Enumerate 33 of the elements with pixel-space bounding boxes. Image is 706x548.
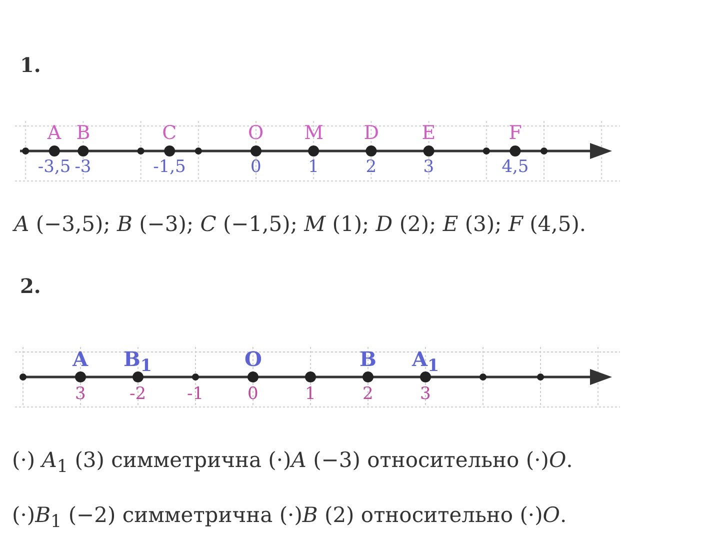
point-letter: E	[422, 124, 436, 143]
symmetry-sentence: (·) A$_{1}$ (3) симметрична (·)A (−3) относительно (·)O.	[12, 450, 573, 477]
tick-value: 2	[362, 386, 374, 403]
tick-value: 3	[420, 386, 431, 403]
tick-value: -3	[74, 159, 92, 176]
point-letter: O	[248, 124, 264, 143]
tick-value: 1	[305, 386, 316, 403]
point-letter: B	[76, 124, 90, 143]
tick-value: -3,5	[38, 159, 71, 176]
point-letter: A$_{1}$	[412, 349, 440, 374]
tick-value: 3	[75, 386, 86, 403]
point-letter: F	[508, 124, 522, 143]
tick-value: -1,5	[153, 159, 186, 176]
point-letter: O	[244, 349, 262, 369]
point-letter: C	[162, 124, 177, 143]
tick-value: 1	[308, 159, 319, 176]
coordinates-sentence: A (−3,5); B (−3); C (−1,5); M (1); D (2); E (3); F (4,5).	[14, 214, 586, 235]
symmetry-sentence: (·)B$_{1}$ (−2) симметрична (·)B (2) относительно (·)O.	[12, 505, 567, 532]
point-letter: A	[47, 124, 62, 143]
point-letter: M	[304, 124, 324, 143]
tick-value: -1	[187, 386, 204, 403]
tick-value: 0	[248, 386, 258, 403]
exercise-number: 2.	[20, 276, 41, 296]
tick-value: 3	[423, 159, 434, 176]
tick-value: -2	[130, 386, 146, 403]
tick-value: 0	[250, 159, 262, 176]
point-letter: D	[364, 124, 379, 143]
tick-value: 4,5	[502, 159, 529, 176]
exercise-number: 1.	[20, 55, 41, 75]
point-letter: A	[72, 349, 88, 369]
point-letter: B	[360, 349, 376, 369]
tick-value: 2	[366, 159, 377, 176]
point-letter: B$_{1}$	[124, 349, 152, 374]
